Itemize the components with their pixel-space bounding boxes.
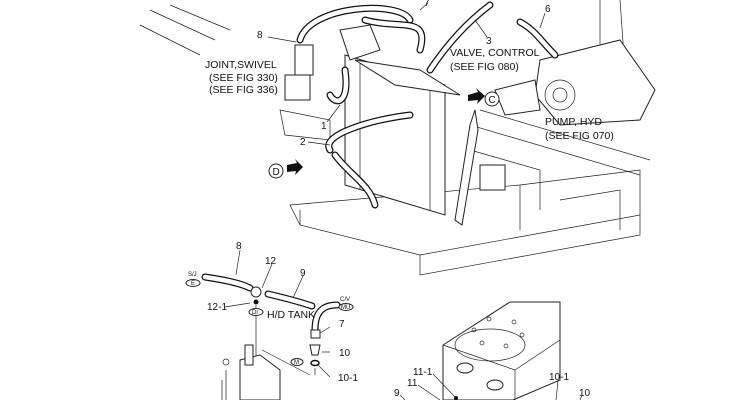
leader-lines-top — [267, 2, 546, 146]
callout-10-1-left: 10-1 — [338, 373, 358, 384]
port-tag-e-oval — [185, 279, 201, 287]
callout-10-right: 10 — [579, 388, 591, 399]
callout-9-left: 9 — [300, 268, 306, 279]
port-tag-m: M — [294, 360, 299, 366]
view-marker-d-label: D — [273, 167, 280, 178]
port-tag-cv: C/V — [340, 297, 350, 303]
callout-1: 1 — [321, 121, 327, 132]
view-marker-c-label: C — [489, 95, 496, 106]
detail-bottom-left — [201, 249, 341, 400]
callout-8-top: 8 — [257, 30, 263, 41]
port-tag-mu-oval — [338, 303, 354, 311]
joint-swivel-ref-2: (SEE FIG 336) — [209, 84, 278, 96]
frame-linework — [139, 0, 651, 276]
callout-12: 12 — [265, 256, 277, 267]
callout-8-bottom: 8 — [236, 241, 242, 252]
pump-drawing — [479, 39, 656, 191]
port-tag-dr-oval — [248, 308, 264, 316]
control-valve-drawing — [284, 24, 479, 226]
callout-7-bottom: 7 — [339, 319, 345, 330]
port-tag-mu: MU — [341, 305, 350, 311]
port-tag-dr: Dr — [252, 310, 258, 316]
port-tag-m-oval — [290, 358, 304, 366]
view-arrow-d-icon — [287, 159, 303, 175]
callout-2: 2 — [300, 137, 306, 148]
valve-control-ref: (SEE FIG 080) — [450, 61, 519, 73]
callout-12-1: 12-1 — [207, 302, 227, 313]
callout-7-top: 7 — [424, 0, 430, 9]
callout-10-1-right: 10-1 — [549, 372, 569, 383]
valve-control-label: VALVE, CONTROL — [450, 47, 540, 59]
view-arrow-c-icon — [468, 88, 485, 104]
callout-6: 6 — [545, 4, 551, 15]
callout-3: 3 — [486, 36, 492, 47]
callout-10-left: 10 — [339, 348, 351, 359]
pump-hyd-ref: (SEE FIG 070) — [545, 130, 614, 142]
view-marker-d — [268, 163, 284, 179]
joint-swivel-label: JOINT,SWIVEL — [205, 59, 277, 71]
callout-11: 11 — [407, 378, 418, 389]
callout-9-right: 9 — [394, 388, 400, 399]
view-marker-c — [484, 91, 500, 107]
hd-tank-label: H/D TANK — [267, 309, 315, 321]
pump-hyd-label: PUMP, HYD — [545, 116, 602, 128]
port-tag-e: E — [191, 281, 195, 287]
hydraulic-tank-drawing — [399, 301, 583, 400]
callout-11-1: 11-1 — [413, 367, 433, 378]
hoses-top — [296, 1, 559, 209]
port-tag-sj: S/J — [188, 272, 197, 278]
joint-swivel-ref-1: (SEE FIG 330) — [209, 72, 278, 84]
